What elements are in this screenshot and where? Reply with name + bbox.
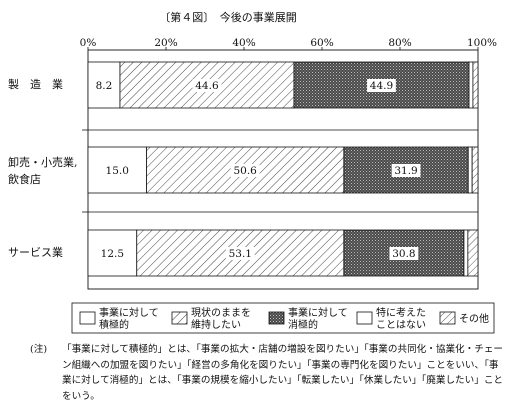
data-label-bg	[367, 79, 396, 92]
data-label: 8.2	[96, 80, 113, 92]
legend-label: その他	[459, 312, 489, 325]
x-tick-label: 0%	[80, 37, 97, 49]
legend-swatch	[268, 311, 285, 325]
x-tick-label: 80%	[388, 37, 411, 49]
data-label-bg	[192, 79, 222, 92]
bars: 8.2 44.6 44.9 15.0 50.6 31.9 12.5 53.1 30.8	[87, 61, 479, 277]
bar-segment	[468, 61, 474, 109]
bar-segment	[471, 146, 479, 194]
legend-label: 事業に対して積極的	[99, 306, 159, 331]
bar-segment	[467, 229, 479, 277]
legend-label: 特に考えたことはない	[376, 307, 426, 331]
x-tick-label: 20%	[154, 37, 177, 49]
data-label: 31.9	[394, 165, 417, 177]
bar-segment	[472, 61, 479, 109]
data-label: 30.8	[392, 248, 415, 260]
category-label: 製 造 業	[8, 77, 63, 91]
chart-title: 〔第４図〕 今後の事業展開	[159, 10, 297, 24]
data-label: 15.0	[106, 165, 129, 177]
bar-segment	[87, 61, 121, 109]
data-label: 12.5	[101, 248, 124, 260]
legend-swatch	[439, 311, 456, 325]
note-text: 「事業に対して積極的」とは、「事業の拡大・店舗の増設を図りたい」「事業の共同化・…	[62, 344, 504, 402]
data-label: 44.6	[195, 80, 219, 92]
legend-label: 現状のままを維持したい	[191, 306, 251, 331]
data-label-bg	[389, 247, 419, 260]
bar-segment	[87, 146, 147, 194]
legend-swatch	[356, 311, 373, 325]
legend-label: 事業に対して消極的	[288, 306, 348, 331]
x-tick-label: 60%	[310, 37, 333, 49]
x-axis-ticks: 0% 20% 40% 60% 80% 100%	[80, 37, 497, 50]
bar-segment	[87, 229, 138, 277]
legend: 事業に対して積極的 現状のままを維持したい 事業に対して消極的 特に考えたことはない そ…	[71, 302, 495, 334]
data-label-bg	[391, 164, 421, 177]
data-label: 50.6	[233, 165, 257, 177]
category-label: 卸売・小売業,飲食店	[8, 155, 78, 186]
legend-swatch	[171, 311, 188, 325]
category-label: サービス業	[8, 246, 63, 259]
note-prefix: (注)	[30, 344, 48, 355]
bar-segment	[463, 229, 469, 277]
data-label-bg	[225, 247, 255, 260]
data-label: 44.9	[370, 80, 393, 92]
x-tick-label: 40%	[232, 37, 255, 49]
x-tick-label: 100%	[467, 37, 497, 49]
bar-segment	[467, 146, 473, 194]
data-label: 53.1	[229, 248, 252, 260]
legend-swatch	[79, 311, 96, 325]
data-label-bg	[230, 164, 260, 177]
